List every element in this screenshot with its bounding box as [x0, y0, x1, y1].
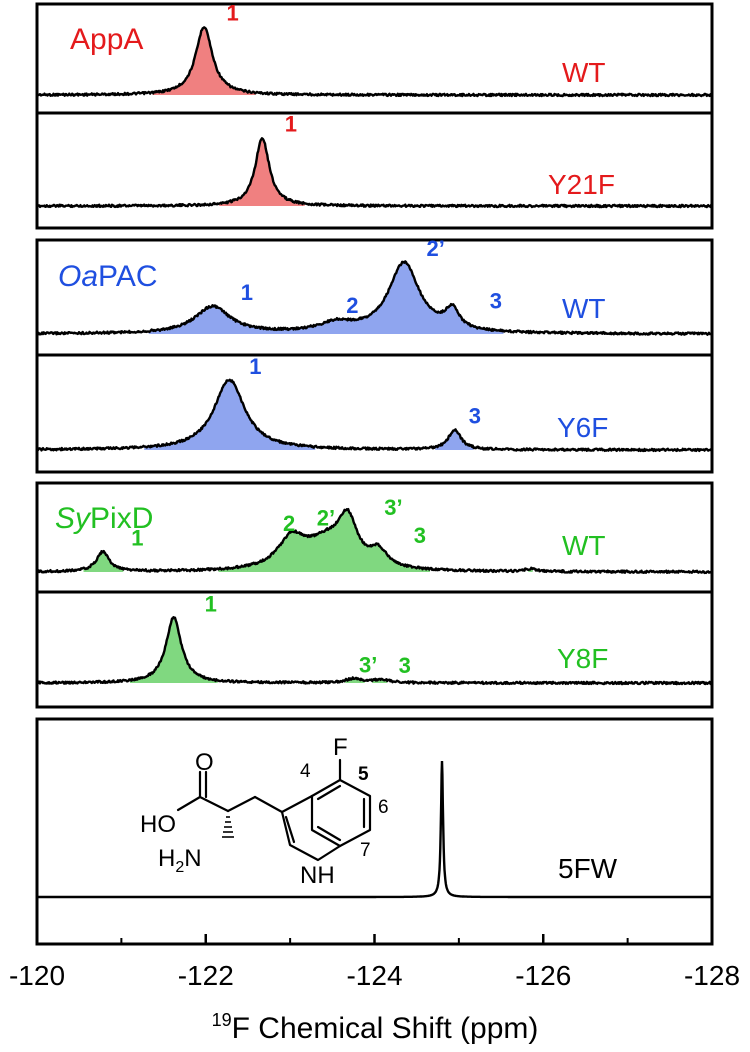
group-title-oapac-italic: Oa — [58, 260, 98, 293]
spectrum-line-0-0 — [36, 26, 713, 98]
atom-o: O — [195, 749, 214, 776]
peak-fill-1-1-1 — [435, 429, 474, 450]
spectrum-line-1-1 — [35, 378, 713, 453]
x-axis: -120 -122 -124 -126 -128 — [9, 934, 740, 991]
peak-label-2-0-1: 2 — [283, 511, 295, 536]
atom-n: N — [184, 845, 201, 872]
peak-label-2-0-0: 1 — [131, 526, 143, 551]
group-title-oapac: OaPAC — [58, 260, 158, 293]
x-tick-label-4: -128 — [684, 960, 740, 991]
group-title-sypixd: SyPixD — [55, 502, 153, 535]
atom-7: 7 — [360, 840, 371, 861]
variant-label-oapac-wt: WT — [562, 293, 606, 324]
peak-label-2-0-3: 3’ — [384, 495, 402, 520]
spectrum-line-2-0 — [36, 507, 713, 575]
peak-label-2-0-2: 2’ — [317, 505, 335, 530]
atom-nh: NH — [300, 862, 335, 889]
spectrum-line-0-1 — [36, 137, 714, 209]
peak-fill-0-0-0 — [152, 27, 256, 95]
peak-fill-2-1-0 — [130, 617, 218, 683]
x-tick-label-3: -126 — [515, 960, 571, 991]
peak-fill-0-1-0 — [219, 138, 305, 206]
spectra-layer — [35, 26, 714, 899]
group-title-sypixd-italic: Sy — [55, 502, 92, 535]
variant-label-sypixd-wt: WT — [562, 530, 606, 561]
atom-sub2: 2 — [175, 859, 184, 876]
peak-label-2-0-4: 3 — [414, 523, 426, 548]
x-tick-label-0: -120 — [9, 960, 65, 991]
peak-label-2-1-1: 3’ — [359, 653, 377, 678]
peak-label-1-0-0: 1 — [241, 280, 253, 305]
5fw-wedge-bond — [222, 816, 234, 838]
peak-label-1-0-3: 3 — [490, 288, 502, 313]
group-title-appa: AppA — [70, 23, 143, 56]
panel-5fw-frame — [35, 717, 714, 946]
peak-label-2-1-0: 1 — [205, 591, 217, 616]
peak-label-layer: 1 1 1 2 2’ 3 1 3 1 2 2’ 3’ 3 1 3’ 3 — [131, 1, 502, 679]
atom-ho: HO — [140, 811, 176, 838]
variant-label-sypixd-y8f: Y8F — [557, 643, 608, 674]
5fw-atom-labels: F 5 4 6 7 O HO H2N NH — [140, 734, 389, 889]
peak-label-1-0-1: 2 — [346, 293, 358, 318]
variant-label-5fw: 5FW — [558, 853, 618, 884]
group-title-sypixd-rest: PixD — [90, 502, 153, 535]
spectrum-line-2-1 — [36, 616, 713, 686]
atom-h: H — [158, 845, 175, 872]
panel-appa-frame — [35, 2, 714, 230]
5fw-structure — [176, 758, 372, 862]
peak-label-2-1-2: 3 — [399, 653, 411, 678]
group-title-oapac-rest: PAC — [98, 260, 157, 293]
atom-h2n: H2N — [158, 845, 202, 876]
atom-5: 5 — [358, 764, 369, 785]
peak-label-0-1-0: 1 — [285, 112, 297, 137]
peak-fill-2-1-1 — [345, 677, 365, 683]
peak-fill-1-1-0 — [144, 379, 316, 450]
peak-fill-2-1-2 — [372, 678, 388, 683]
spectrum-line-1-0 — [36, 260, 713, 336]
variant-label-oapac-y6f: Y6F — [557, 412, 608, 443]
variant-label-appa-y21f: Y21F — [548, 169, 615, 200]
peak-label-0-0-0: 1 — [227, 1, 239, 26]
peak-fill-1-0-0 — [148, 261, 504, 334]
x-tick-label-2: -124 — [346, 960, 402, 991]
variant-label-appa-wt: WT — [562, 57, 606, 88]
atom-4: 4 — [300, 761, 311, 782]
atom-f: F — [333, 734, 348, 761]
x-axis-label: 19F Chemical Shift (ppm) — [212, 1010, 539, 1045]
peak-fill-2-0-0 — [83, 551, 124, 572]
x-tick-label-1: -122 — [178, 960, 234, 991]
spectrum-line-5fw — [37, 760, 712, 899]
atom-6: 6 — [378, 797, 389, 818]
peak-label-1-1-0: 1 — [249, 354, 261, 379]
peak-label-1-1-1: 3 — [469, 404, 481, 429]
peak-label-1-0-2: 2’ — [427, 236, 445, 261]
x-axis-label-main: F Chemical Shift (ppm) — [232, 1012, 539, 1045]
x-axis-label-sup: 19 — [212, 1010, 232, 1030]
panel-sypixd-frame — [35, 481, 714, 709]
